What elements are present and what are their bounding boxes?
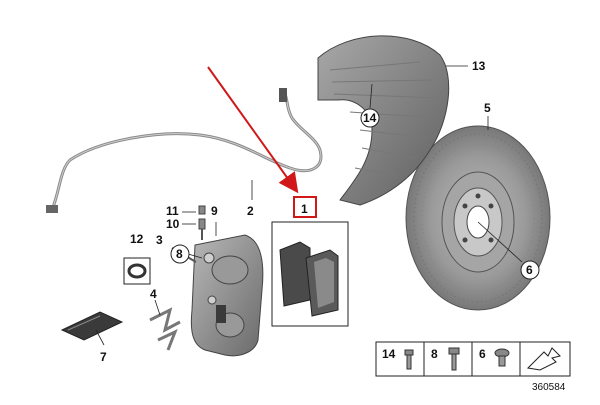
hardware-legend: 14 8 6 (375, 341, 571, 377)
callout-4: 4 (150, 287, 157, 301)
reference-code: 360584 (532, 382, 566, 393)
grease-sachet (60, 311, 124, 341)
seal-kit-box (123, 257, 151, 285)
bleed-screw (198, 205, 206, 240)
dust-shield (317, 35, 450, 206)
highlight-arrow (207, 66, 299, 194)
callout-8: 8 (176, 247, 183, 261)
screw-14-icon (404, 349, 414, 370)
callout-10: 10 (166, 217, 180, 231)
bolt-8-icon (448, 347, 460, 371)
callout-12: 12 (130, 232, 144, 246)
legend-label-6: 6 (479, 347, 486, 361)
leader-lines (95, 65, 523, 346)
brake-caliper (190, 234, 264, 357)
callout-9: 9 (211, 204, 218, 218)
callout-7: 7 (100, 350, 107, 364)
screw-6-icon (494, 348, 510, 367)
callout-1: 1 (301, 202, 308, 216)
callout-11: 11 (166, 204, 179, 218)
wear-sensor-cable (46, 88, 323, 213)
callout-14: 14 (363, 111, 377, 125)
callout-8-circle (170, 244, 190, 264)
legend-label-14: 14 (382, 347, 396, 361)
callout-5: 5 (484, 101, 491, 115)
callout-6-circle (520, 260, 540, 280)
legend-label-8: 8 (431, 347, 438, 361)
callout-2: 2 (247, 204, 254, 218)
brake-pad-box (271, 221, 349, 327)
callout-13: 13 (472, 59, 486, 73)
callout-14-circle (360, 108, 380, 128)
callout-1-highlight (293, 196, 317, 218)
callout-3: 3 (156, 233, 163, 247)
anti-rattle-spring (149, 307, 181, 351)
arrow-symbol-icon (526, 347, 561, 371)
callout-6: 6 (526, 263, 533, 277)
